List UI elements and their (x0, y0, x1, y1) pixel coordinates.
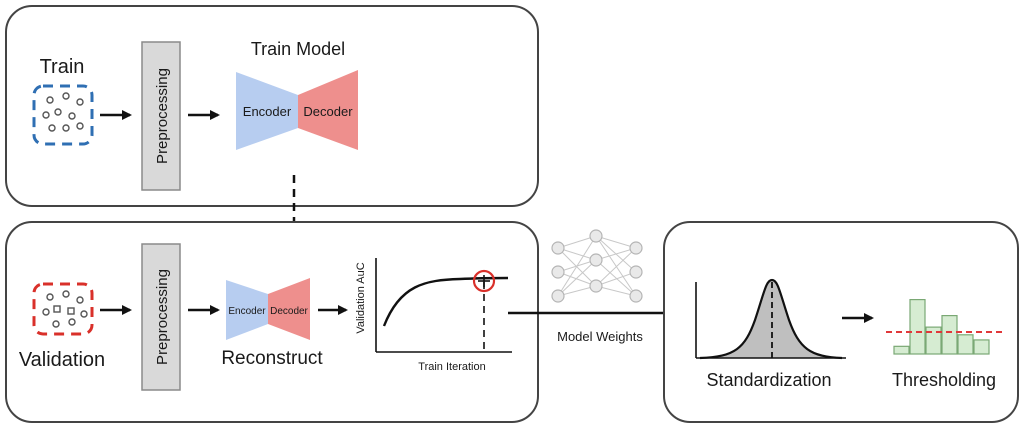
decoder-label-bottom: Decoder (270, 306, 308, 317)
encoder-label-bottom: Encoder (228, 306, 266, 317)
standardization-label: Standardization (706, 370, 831, 390)
train-model-title: Train Model (251, 39, 345, 59)
validation-dataset-icon (32, 282, 94, 336)
encoder-label-top: Encoder (243, 104, 292, 119)
preprocessing-block-bottom: Preprocessing (141, 243, 181, 391)
validation-auc-plot: Validation AuC Train Iteration (355, 258, 512, 373)
thresholding-label: Thresholding (892, 370, 996, 390)
neural-network-icon (551, 229, 643, 303)
autoencoder-bottom: Encoder Decoder (226, 278, 310, 340)
histogram-bar (957, 334, 974, 355)
histogram-bar (909, 299, 926, 355)
histogram-bar (941, 315, 958, 355)
decoder-label-top: Decoder (303, 104, 353, 119)
validation-label: Validation (19, 349, 105, 371)
train-dataset-icon (32, 84, 94, 146)
histogram-bar (925, 326, 942, 355)
preprocessing-block-top: Preprocessing (141, 41, 181, 191)
train-label: Train (40, 56, 85, 78)
svg-text:Preprocessing: Preprocessing (154, 68, 171, 164)
histogram-bar (893, 345, 910, 355)
histogram-bar (973, 339, 990, 355)
model-weights-label: Model Weights (557, 329, 643, 344)
autoencoder-top: Encoder Decoder (236, 70, 358, 150)
plot-y-axis-label: Validation AuC (355, 262, 367, 333)
reconstruct-label: Reconstruct (221, 348, 323, 369)
plot-x-axis-label: Train Iteration (418, 361, 485, 373)
best-iteration-marker (472, 269, 496, 293)
output-panel (663, 221, 1019, 423)
thresholding-histogram (893, 299, 990, 355)
standardization-bell-curve (695, 278, 846, 360)
svg-text:Preprocessing: Preprocessing (154, 269, 171, 365)
